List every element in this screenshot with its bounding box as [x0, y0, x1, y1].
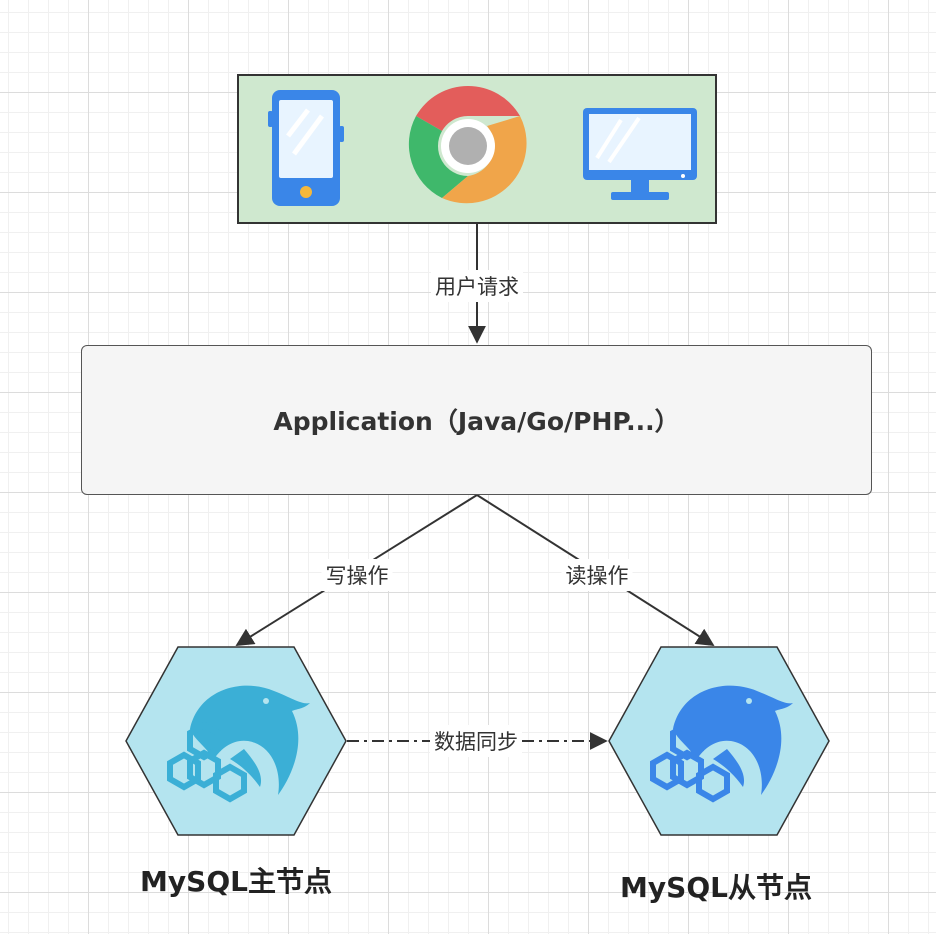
application-label: Application（Java/Go/PHP...）	[273, 407, 680, 436]
mysql-dolphin-icon	[650, 685, 793, 803]
mysql-dolphin-icon	[167, 685, 310, 803]
user-request-label: 用户请求	[431, 270, 523, 302]
mysql-master-label: MySQL主节点	[140, 865, 332, 898]
client-devices-box	[237, 74, 717, 224]
read-op-label: 读操作	[561, 559, 633, 591]
desktop-monitor-icon	[583, 108, 697, 200]
chrome-browser-icon	[408, 85, 527, 204]
data-sync-label: 数据同步	[430, 725, 522, 757]
mysql-master-node	[125, 646, 347, 836]
mysql-slave-node	[608, 646, 830, 836]
mysql-slave-label: MySQL从节点	[620, 871, 812, 904]
mobile-phone-icon	[268, 90, 344, 206]
application-box: Application（Java/Go/PHP...）	[81, 345, 872, 495]
write-op-label: 写操作	[321, 559, 393, 591]
